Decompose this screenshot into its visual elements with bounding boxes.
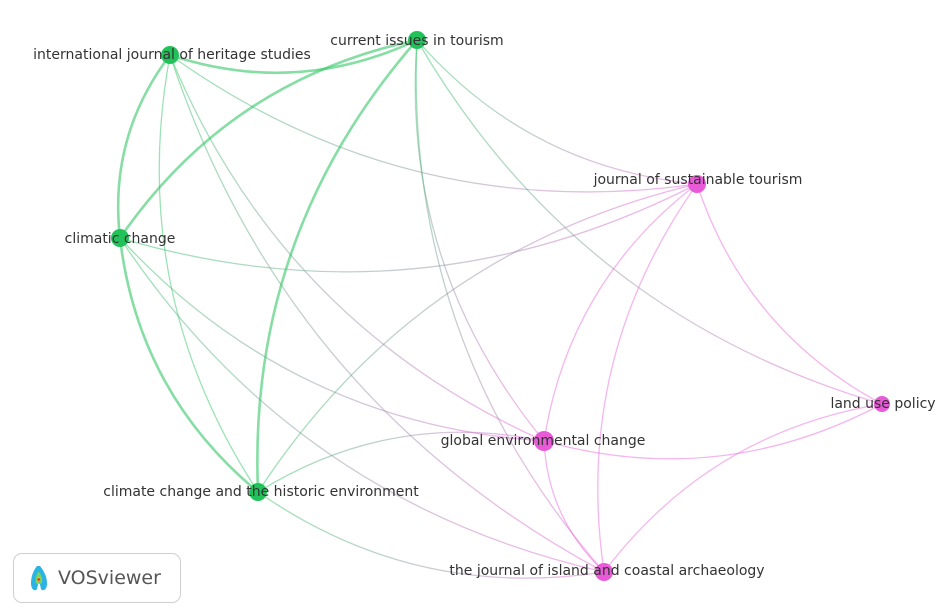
node-label-gec: global environmental change bbox=[441, 433, 646, 449]
edge-layer bbox=[116, 38, 883, 579]
edge-jst-lup bbox=[696, 183, 883, 405]
vosviewer-logo-text: VOSviewer bbox=[58, 567, 161, 589]
edge-cit-cc bbox=[118, 38, 418, 239]
node-lup[interactable] bbox=[874, 396, 890, 412]
edge-gec-cche bbox=[257, 431, 545, 493]
edge-ijhs-jst bbox=[169, 54, 698, 193]
node-gec[interactable] bbox=[534, 431, 554, 451]
node-label-jst: journal of sustainable tourism bbox=[593, 172, 803, 188]
node-jst[interactable] bbox=[688, 175, 706, 193]
edge-lup-jica bbox=[603, 403, 883, 573]
node-cit[interactable] bbox=[408, 31, 426, 49]
edge-cc-jica bbox=[119, 237, 605, 573]
vosviewer-logo: VOSviewer bbox=[13, 553, 181, 603]
node-cc[interactable] bbox=[111, 229, 129, 247]
edge-cit-jica bbox=[415, 39, 605, 573]
edge-gec-lup bbox=[543, 403, 883, 460]
edge-jst-cche bbox=[257, 183, 698, 493]
node-label-lup: land use policy bbox=[830, 396, 935, 412]
edge-ijhs-jica bbox=[169, 54, 605, 573]
edge-cit-lup bbox=[416, 39, 883, 405]
edge-ijhs-gec bbox=[169, 54, 545, 442]
node-layer bbox=[111, 31, 890, 581]
edge-cit-cche bbox=[256, 39, 418, 493]
label-layer: international journal of heritage studie… bbox=[33, 33, 935, 579]
edge-cc-cche bbox=[118, 237, 259, 494]
vosviewer-logo-icon bbox=[31, 566, 47, 591]
edge-cc-jst bbox=[119, 183, 698, 273]
edge-ijhs-cc bbox=[116, 54, 172, 239]
node-cche[interactable] bbox=[249, 483, 267, 501]
edge-jst-jica bbox=[597, 183, 698, 573]
edge-gec-jica bbox=[543, 440, 605, 573]
edge-ijhs-cit bbox=[169, 38, 418, 75]
edge-ijhs-cche bbox=[158, 54, 259, 493]
node-label-cit: current issues in tourism bbox=[330, 33, 503, 49]
node-ijhs[interactable] bbox=[161, 46, 179, 64]
edge-cche-jica bbox=[257, 491, 605, 579]
edge-jst-gec bbox=[543, 183, 698, 442]
edge-cit-gec bbox=[414, 39, 545, 442]
edge-cit-jst bbox=[416, 39, 698, 185]
node-label-ijhs: international journal of heritage studie… bbox=[33, 47, 311, 63]
node-label-jica: the journal of island and coastal archae… bbox=[449, 563, 764, 579]
node-label-cc: climatic change bbox=[65, 231, 176, 247]
node-jica[interactable] bbox=[595, 563, 613, 581]
node-label-cche: climate change and the historic environm… bbox=[103, 484, 419, 500]
